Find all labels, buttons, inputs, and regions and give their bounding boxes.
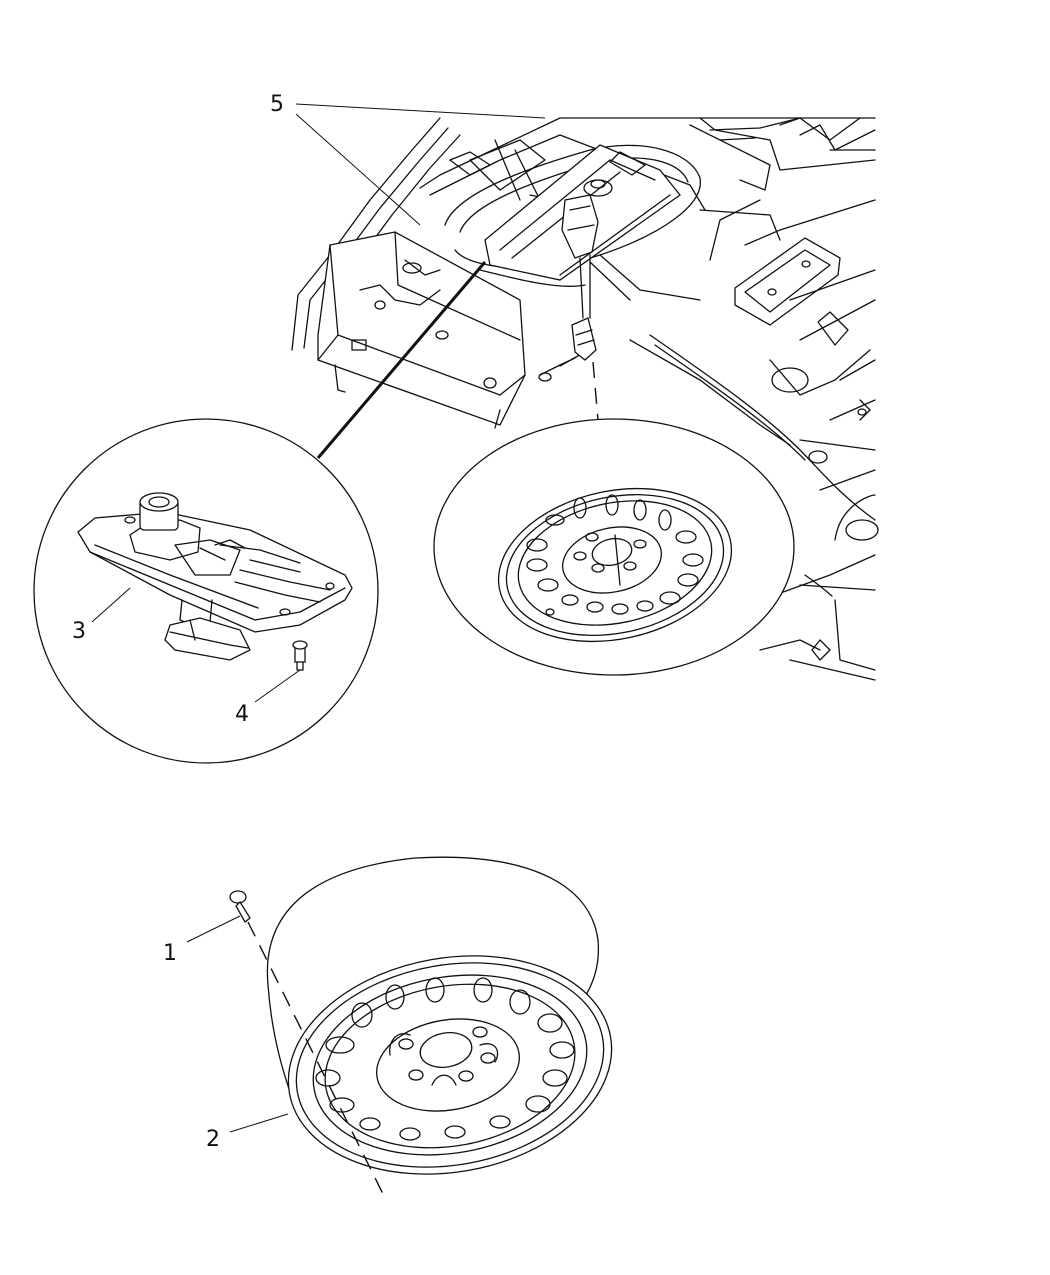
leader-5b (295, 113, 421, 226)
leader-1 (186, 915, 241, 943)
leader-5a (295, 103, 546, 119)
leader-2 (229, 1113, 289, 1133)
loose-wheel-slots (315, 977, 575, 1141)
callout-4: 4 (235, 702, 249, 727)
spare-tire-assembly (229, 856, 613, 1201)
leader-4 (254, 669, 301, 703)
carrier-detail-circle (33, 418, 379, 764)
callout-5: 5 (270, 92, 284, 117)
vehicle-underbody-drawing (291, 117, 879, 681)
mounted-wheel-slots (526, 494, 704, 616)
callout-3: 3 (72, 619, 86, 644)
callout-1: 1 (163, 941, 177, 966)
leader-lines (91, 103, 546, 1133)
leader-3 (91, 587, 131, 623)
callout-2: 2 (206, 1127, 220, 1152)
callout-labels: 1 2 3 4 5 (72, 92, 284, 1152)
